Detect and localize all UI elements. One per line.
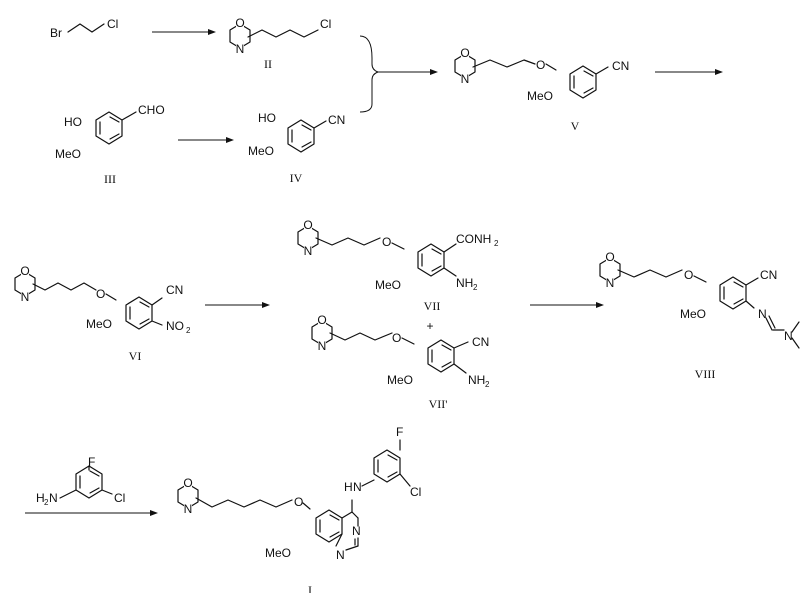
- amine-nh: H: [344, 480, 353, 494]
- arrow-6: [530, 302, 604, 308]
- aniline-amino-group: H: [36, 491, 45, 505]
- methoxy-group: MeO: [387, 373, 413, 387]
- methoxy-group: MeO: [265, 546, 291, 560]
- chlorine-atom: Cl: [410, 485, 421, 499]
- aniline-nitrogen: N: [49, 491, 58, 505]
- compound-III: HO MeO CHO III: [55, 103, 165, 186]
- amino-group: NH: [468, 373, 485, 387]
- nitrile-group: CN: [612, 59, 629, 73]
- chlorine-atom: Cl: [114, 491, 125, 505]
- compound-aniline: F H 2 N Cl: [36, 455, 125, 507]
- compound-label-II: II: [264, 57, 272, 71]
- methoxy-group: MeO: [55, 147, 81, 161]
- dimethylamino-nitrogen: N: [784, 329, 793, 343]
- compound-label-VII: VII: [424, 299, 441, 313]
- imine-nitrogen: N: [758, 307, 767, 321]
- quinazoline-n1: N: [336, 548, 345, 562]
- ether-oxygen: O: [684, 268, 693, 282]
- compound-II: Cl II: [229, 15, 331, 71]
- compound-V: O MeO CN V: [454, 45, 629, 133]
- ether-oxygen: O: [382, 235, 391, 249]
- arrow-2: [178, 137, 234, 143]
- methoxy-group: MeO: [248, 144, 274, 158]
- methoxy-group: MeO: [680, 307, 706, 321]
- fluorine-atom: F: [88, 455, 95, 469]
- compound-label-I: I: [308, 583, 312, 593]
- nitro-group: NO: [166, 319, 184, 333]
- aniline-subscript: 2: [44, 498, 49, 507]
- brace-and-arrow-3: [359, 35, 438, 113]
- methoxy-group: MeO: [86, 317, 112, 331]
- compound-label-VIII: VIII: [695, 367, 716, 381]
- carboxamide-group: CONH: [456, 232, 491, 246]
- arrow-1: [152, 29, 216, 35]
- ether-oxygen: O: [392, 331, 401, 345]
- amine-nitrogen: N: [353, 480, 362, 494]
- compound-bromochloropropane: Br Cl: [50, 17, 118, 40]
- chlorine-atom: Cl: [107, 17, 118, 31]
- compound-VI: O MeO CN NO 2 VI: [14, 263, 191, 363]
- compound-VII: O MeO CONH 2 NH 2 VII: [297, 217, 499, 313]
- amino-group: NH: [456, 276, 473, 290]
- amino-subscript: 2: [473, 283, 478, 292]
- amino-subscript: 2: [485, 380, 490, 389]
- compound-VIII: O MeO CN N N VIII: [599, 249, 800, 381]
- aldehyde-group: CHO: [138, 103, 165, 117]
- fluorine-atom: F: [396, 425, 403, 439]
- nitro-subscript: 2: [186, 326, 191, 335]
- ether-oxygen: O: [294, 495, 303, 509]
- compound-VII-prime: O MeO CN NH 2 VII': [311, 312, 490, 411]
- compound-I: O MeO N N H N F Cl I: [177, 425, 421, 593]
- nitrile-group: CN: [328, 113, 345, 127]
- nitrile-group: CN: [472, 335, 489, 349]
- arrow-5: [205, 302, 270, 308]
- chlorine-atom: Cl: [320, 17, 331, 31]
- methoxy-group: MeO: [375, 278, 401, 292]
- hydroxy-group: HO: [258, 111, 276, 125]
- hydroxy-group: HO: [64, 115, 82, 129]
- compound-label-VII-prime: VII': [429, 397, 448, 411]
- arrow-7: [25, 510, 158, 516]
- compound-label-VI: VI: [129, 349, 142, 363]
- ether-oxygen: O: [536, 58, 545, 72]
- methoxy-group: MeO: [527, 89, 553, 103]
- arrow-4: [655, 69, 723, 75]
- nitrile-group: CN: [166, 283, 183, 297]
- carboxamide-subscript: 2: [494, 239, 499, 248]
- quinazoline-n3: N: [352, 524, 361, 538]
- compound-label-IV: IV: [290, 171, 303, 185]
- plus-sign: +: [426, 319, 433, 333]
- compound-IV: HO MeO CN IV: [248, 111, 345, 185]
- bromine-atom: Br: [50, 26, 62, 40]
- ether-oxygen: O: [96, 287, 105, 301]
- compound-label-V: V: [571, 119, 580, 133]
- nitrile-group: CN: [760, 268, 777, 282]
- compound-label-III: III: [104, 172, 116, 186]
